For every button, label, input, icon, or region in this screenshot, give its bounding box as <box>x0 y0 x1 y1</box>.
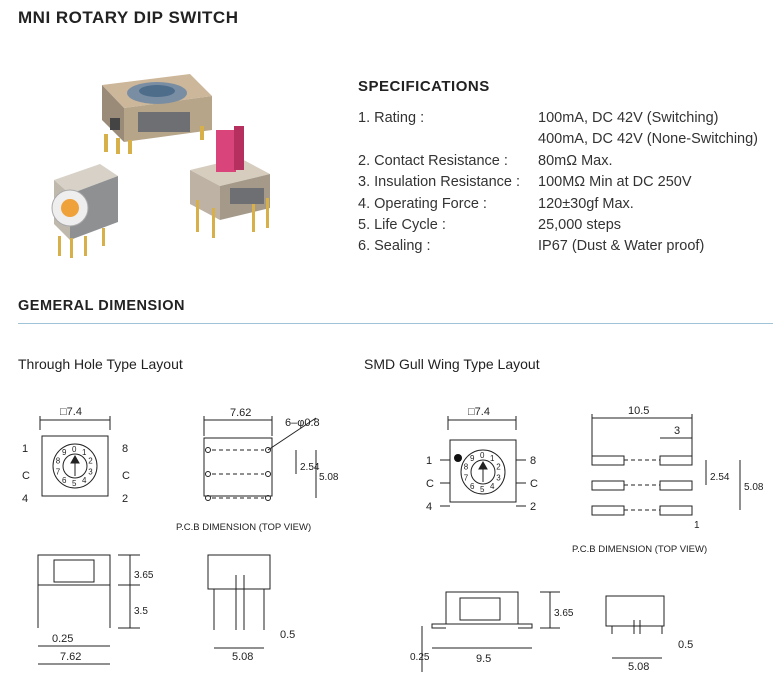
spec-label: 4. Operating Force : <box>358 196 487 212</box>
smd-title: SMD Gull Wing Type Layout <box>364 356 540 372</box>
smd-dial-digit: 0 <box>480 451 485 460</box>
smd-dial-digit: 4 <box>490 482 495 491</box>
spec-value: 400mA, DC 42V (None-Switching) <box>538 131 759 147</box>
smd-pin-c-right: C <box>530 478 538 490</box>
smd-side-view: 3.65 0.25 9.5 <box>410 591 574 672</box>
smd-side-thickness: 0.25 <box>410 652 430 663</box>
th-dial-digit: 1 <box>82 448 87 457</box>
spec-label: 5. Life Cycle : <box>358 217 446 233</box>
smd-dial-digit: 1 <box>490 454 495 463</box>
th-dial-digit: 9 <box>62 448 67 457</box>
through-hole-title: Through Hole Type Layout <box>18 356 183 372</box>
pin1-marker-icon <box>454 454 462 462</box>
smd-dial-digit: 8 <box>464 463 469 472</box>
th-front-thickness: 0.5 <box>280 629 295 641</box>
smd-top-view: □7.4 1 C 4 8 C 2 <box>426 406 538 513</box>
spec-value: 100MΩ Min at DC 250V <box>538 174 692 190</box>
product-photos <box>51 74 270 258</box>
th-dial-digit: 6 <box>62 476 67 485</box>
spec-value: 100mA, DC 42V (Switching) <box>538 110 719 126</box>
th-dial-digit: 3 <box>88 467 93 476</box>
dial-switch-photo <box>51 164 118 258</box>
th-pcb-view: 7.62 6–φ0.8 2.54 5.08 P.C.B DIMENSION (T… <box>176 407 339 533</box>
th-front-width: 5.08 <box>232 651 253 663</box>
th-top-view: □7.4 1 C 4 8 C 2 <box>22 406 130 505</box>
spec-value: 25,000 steps <box>538 217 622 233</box>
th-pin-c-right: C <box>122 470 130 482</box>
smd-dial-digit: 9 <box>470 454 475 463</box>
th-side-h2: 3.5 <box>134 606 148 617</box>
smd-side-width: 9.5 <box>476 653 491 665</box>
smd-pcb-width: 10.5 <box>628 405 649 417</box>
smd-pin-8: 8 <box>530 455 536 467</box>
specifications-heading: SPECIFICATIONS <box>358 78 490 95</box>
th-dial-digit: 7 <box>56 467 61 476</box>
smd-pin-1: 1 <box>426 455 432 467</box>
smd-dial-digit: 6 <box>470 482 475 491</box>
pink-actuator-switch-photo <box>190 126 270 238</box>
smd-pcb-caption: P.C.B DIMENSION (TOP VIEW) <box>572 544 707 555</box>
th-dial-digit: 4 <box>82 476 87 485</box>
th-side-width: 7.62 <box>60 651 81 663</box>
smd-front-view: 5.08 0.5 <box>605 595 693 673</box>
spec-value: 120±30gf Max. <box>538 196 634 212</box>
spec-label: 1. Rating : <box>358 110 425 126</box>
section-divider <box>18 323 773 324</box>
th-side-view: 3.65 3.5 0.25 7.62 <box>37 554 154 665</box>
th-front-view: 5.08 0.5 <box>207 554 295 663</box>
smd-pcb-height: 5.08 <box>744 482 764 493</box>
smd-dial-digit: 5 <box>480 485 485 494</box>
smd-pin-2: 2 <box>530 501 536 513</box>
th-pin-2: 2 <box>122 493 128 505</box>
smd-dial-digit: 7 <box>464 473 469 482</box>
smd-pin-c-left: C <box>426 478 434 490</box>
th-dial-digit: 0 <box>72 445 77 454</box>
spec-value: 80mΩ Max. <box>538 153 613 169</box>
th-square-label: □7.4 <box>60 406 82 418</box>
dimension-heading: GEMERAL DIMENSION <box>18 298 185 314</box>
dimension-drawings: □7.4 1 C 4 8 C 2 7.62 6–φ0.8 2.54 5.08 P… <box>22 405 764 673</box>
th-dial-digit: 2 <box>88 457 93 466</box>
smd-dial-digit: 2 <box>496 463 501 472</box>
th-dial-digit: 5 <box>72 479 77 488</box>
smd-front-width: 5.08 <box>628 661 649 673</box>
th-pin-8: 8 <box>122 443 128 455</box>
smd-switch-photo <box>102 74 212 154</box>
smd-pin-4: 4 <box>426 501 432 513</box>
th-pin-c-left: C <box>22 470 30 482</box>
smd-pcb-pad-width: 1 <box>694 520 700 531</box>
th-dial-digit: 8 <box>56 457 61 466</box>
spec-value: IP67 (Dust & Water proof) <box>538 238 705 254</box>
th-pcb-holes: 6–φ0.8 <box>285 417 320 429</box>
th-side-h1: 3.65 <box>134 570 154 581</box>
smd-pcb-pitch: 2.54 <box>710 472 730 483</box>
th-pcb-height: 5.08 <box>319 472 339 483</box>
th-pcb-width: 7.62 <box>230 407 251 419</box>
page-title: MNI ROTARY DIP SWITCH <box>18 8 239 27</box>
spec-label: 6. Sealing : <box>358 238 431 254</box>
smd-front-thickness: 0.5 <box>678 639 693 651</box>
th-side-thickness: 0.25 <box>52 633 73 645</box>
th-pcb-pitch: 2.54 <box>300 462 320 473</box>
smd-side-height: 3.65 <box>554 608 574 619</box>
smd-pcb-view: 10.5 3 2.54 5.08 1 P.C.B DIMENSION (TOP … <box>572 405 764 555</box>
th-pin-4: 4 <box>22 493 28 505</box>
th-pcb-caption: P.C.B DIMENSION (TOP VIEW) <box>176 522 311 533</box>
th-pin-1: 1 <box>22 443 28 455</box>
smd-pcb-pad: 3 <box>674 425 680 437</box>
spec-label: 3. Insulation Resistance : <box>358 174 521 190</box>
spec-label: 2. Contact Resistance : <box>358 153 508 169</box>
smd-dial-digit: 3 <box>496 473 501 482</box>
smd-square-label: □7.4 <box>468 406 490 418</box>
